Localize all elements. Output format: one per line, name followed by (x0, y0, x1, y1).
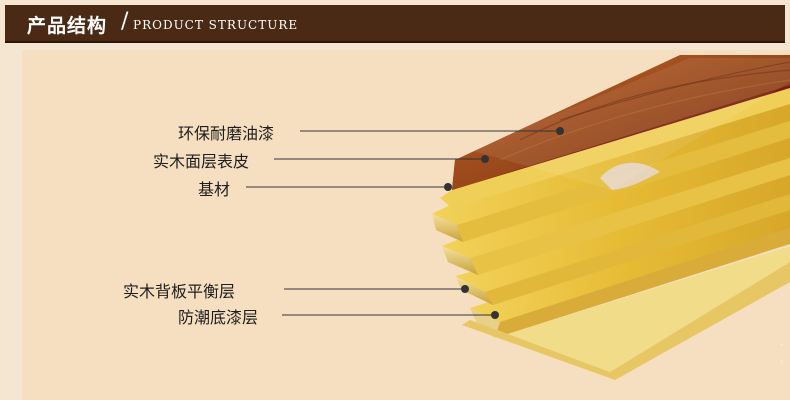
header-title-en: PRODUCT STRUCTURE (133, 18, 299, 32)
layer-edge (432, 214, 463, 242)
label-moisture-primer: 防潮底漆层 (178, 308, 259, 327)
callouts (246, 127, 564, 319)
layer-edge (455, 276, 493, 305)
leader-dot (444, 183, 452, 191)
layer-slab (470, 246, 790, 372)
section-header: 产品结构 / PRODUCT STRUCTURE (5, 5, 785, 43)
grain-line (499, 79, 790, 161)
coating-curl (600, 162, 660, 190)
grain-line (519, 69, 790, 141)
layer-slab (470, 208, 790, 322)
layer-slab (442, 135, 790, 258)
grain-line (559, 61, 790, 121)
leader-dot (461, 285, 469, 293)
coating-film (470, 58, 790, 190)
layer-slab (462, 262, 790, 380)
wood-veneer (452, 55, 790, 190)
layer-slab (455, 172, 790, 292)
leader-dot (556, 127, 564, 135)
layer-edge (442, 246, 478, 275)
header-title-cn: 产品结构 (27, 15, 108, 37)
layer-slab (448, 155, 790, 275)
label-veneer-layer: 实木面层表皮 (153, 152, 250, 171)
edge-mark: · (780, 357, 783, 368)
header-slash: / (121, 9, 129, 34)
label-wear-resistant-paint: 环保耐磨油漆 (178, 124, 275, 143)
veneer-top (452, 55, 790, 190)
edge-mark: · (780, 340, 783, 351)
leader-dot (481, 155, 489, 163)
label-balance-layer: 实木背板平衡层 (123, 282, 236, 301)
leader-dot (491, 311, 499, 319)
label-substrate: 基材 (198, 180, 231, 199)
core-stack (432, 85, 790, 380)
layer-slab (440, 85, 790, 208)
